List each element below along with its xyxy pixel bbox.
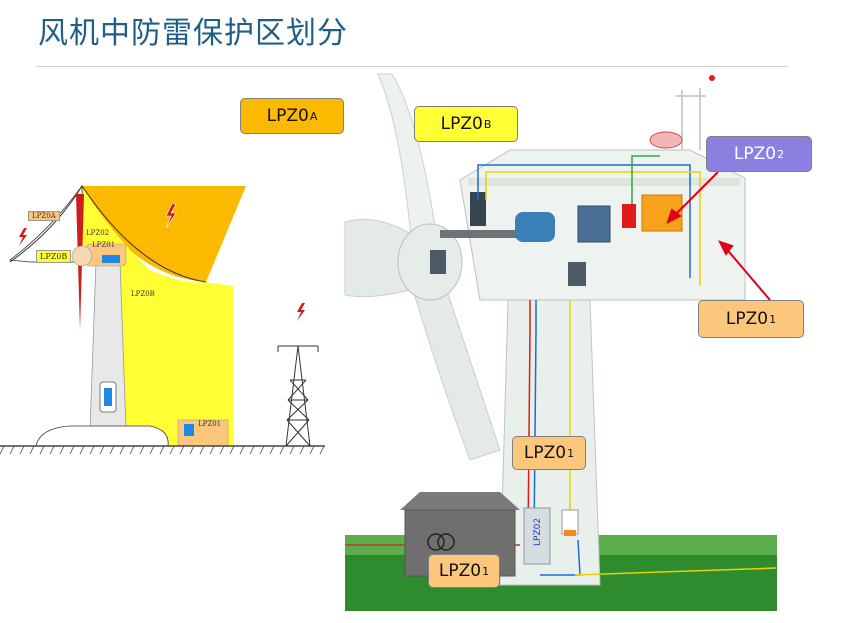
zone-arrows xyxy=(666,171,771,301)
zone-label-lpz01-ground-sub: 1 xyxy=(482,564,490,578)
mini-lpz0b-main-label: LPZ0B xyxy=(131,290,155,298)
zone-label-lpz01-nacelle-sub: 1 xyxy=(769,312,777,326)
converter-red xyxy=(622,204,636,228)
lightning-bolt-3 xyxy=(297,303,305,321)
nacelle-roof xyxy=(468,178,740,186)
generator xyxy=(577,205,611,243)
mini-lpz01-house-label: LPZ01 xyxy=(198,420,222,428)
zone-label-lpz0a-sub: A xyxy=(309,109,318,123)
hub-box xyxy=(430,250,446,274)
tower-base-cabinet-label: LPZ02 xyxy=(533,517,543,547)
lightning-bolt-1 xyxy=(165,203,177,229)
yaw-block xyxy=(470,192,486,226)
gearbox xyxy=(515,212,555,242)
zone-label-lpz01-tower-sub: 1 xyxy=(567,446,575,460)
main-shaft xyxy=(440,230,530,238)
zone-a-area xyxy=(82,186,246,282)
zone-label-lpz01-tower-main: LPZ0 xyxy=(523,443,567,463)
mini-foundation xyxy=(35,425,169,447)
page-title: 风机中防雷保护区划分 xyxy=(38,16,348,51)
zone-label-lpz0b-main: LPZ0 xyxy=(440,114,483,134)
zone-label-lpz01-ground-main: LPZ0 xyxy=(438,561,482,581)
mini-lpz0a-label: LPZ0A xyxy=(28,211,60,221)
mini-nacelle-blue xyxy=(102,255,120,263)
mini-lpz01-label: LPZ01 xyxy=(92,241,116,249)
mini-lpz02-label: LPZ02 xyxy=(86,229,110,237)
cables xyxy=(345,155,777,576)
transformer-icon-a xyxy=(427,533,445,551)
tower-base-cabinet xyxy=(523,507,551,565)
mini-lpz0b-left-label: LPZ0B xyxy=(36,250,72,263)
zone-label-lpz02-sub: 2 xyxy=(777,147,785,161)
rolling-sphere-arc xyxy=(9,185,207,283)
zone-label-lpz0a-main: LPZ0 xyxy=(266,106,309,126)
zone-label-lpz01-nacelle-main: LPZ0 xyxy=(725,309,769,329)
turbine-blade-bottom xyxy=(409,269,501,461)
lightning-bolt-2 xyxy=(19,228,27,246)
zone-label-lpz02-main: LPZ0 xyxy=(733,144,777,164)
aviation-light xyxy=(649,131,683,149)
power-pylon xyxy=(277,345,319,447)
substation-roof xyxy=(400,492,520,510)
title-divider xyxy=(36,66,788,67)
transformer-icon-b xyxy=(437,533,455,551)
lower-cabinet xyxy=(568,262,586,286)
ground-hatch xyxy=(0,445,325,455)
zone-label-lpz0b-sub: B xyxy=(483,117,492,131)
mini-hub xyxy=(71,245,93,267)
